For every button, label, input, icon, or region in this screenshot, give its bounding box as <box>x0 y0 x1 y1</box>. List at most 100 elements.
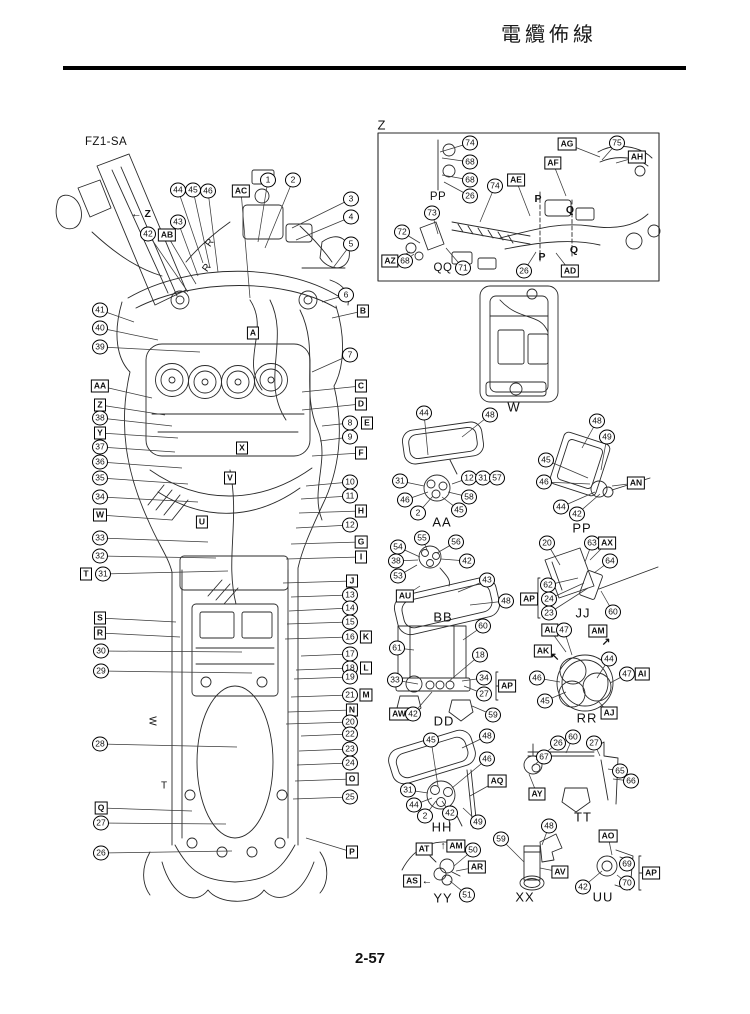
callout-1: 1 <box>260 172 276 188</box>
callout-44: 44 <box>170 182 186 198</box>
callout-25: 25 <box>342 789 358 805</box>
detail-aa-callout-31: 31 <box>392 473 408 489</box>
detail-z-callout-af: AF <box>544 156 562 170</box>
detail-dd-callout-60: 60 <box>475 618 491 634</box>
detail-rr-callout-arrow: ↗ <box>601 636 611 648</box>
detail-z-callout-pp: PP <box>429 191 447 203</box>
detail-aa-callout-2: 2 <box>410 505 426 521</box>
detail-hh-callout-49: 49 <box>470 814 486 830</box>
callout-g: G <box>354 535 368 549</box>
detail-pp-callout-45: 45 <box>538 452 554 468</box>
callout-36: 36 <box>92 454 108 470</box>
detail-jj-callout-24: 24 <box>541 591 557 607</box>
detail-hh-callout-42: 42 <box>442 805 458 821</box>
callout-ac: AC <box>231 184 251 198</box>
detail-aa-callout-45: 45 <box>451 502 467 518</box>
detail-jj-callout-60: 60 <box>605 604 621 620</box>
callout-31: 31 <box>95 566 111 582</box>
detail-hh-callout-48: 48 <box>479 728 495 744</box>
detail-z-callout-75: 75 <box>609 135 625 151</box>
detail-label-w: W <box>507 399 521 415</box>
detail-hh-callout-44: 44 <box>406 797 422 813</box>
detail-label-bb: BB <box>433 609 453 625</box>
detail-dd-callout-34: 34 <box>476 670 492 686</box>
detail-hh-callout-31: 31 <box>400 782 416 798</box>
detail-hh-callout-45: 45 <box>423 732 439 748</box>
detail-dd-callout-33: 33 <box>387 672 403 688</box>
callout-38: 38 <box>92 410 108 426</box>
callout-i: I <box>355 550 367 564</box>
detail-label-z: Z <box>377 117 387 133</box>
detail-label-jj: JJ <box>575 605 591 621</box>
detail-dd-callout-18: 18 <box>472 647 488 663</box>
callout-2: 2 <box>285 172 301 188</box>
callout-q: Q <box>94 801 108 815</box>
detail-uu-callout-69: 69 <box>619 856 635 872</box>
callout-21: 21 <box>342 687 358 703</box>
detail-z-callout-74: 74 <box>487 178 503 194</box>
detail-z-callout-p: P <box>534 193 542 205</box>
callout-29: 29 <box>93 663 109 679</box>
detail-jj-callout-20: 20 <box>539 535 555 551</box>
view-marker-z: ← Z <box>131 208 151 220</box>
callout-4: 4 <box>343 209 359 225</box>
view-marker-u: U <box>195 515 209 529</box>
detail-dd-callout-59: 59 <box>485 707 501 723</box>
detail-jj-callout-ax: AX <box>598 536 616 550</box>
callout-9: 9 <box>342 429 358 445</box>
detail-label-rr: RR <box>576 710 598 726</box>
callout-8: 8 <box>342 415 358 431</box>
callout-28: 28 <box>92 736 108 752</box>
detail-yy-callout-ar: AR <box>467 860 487 874</box>
detail-tt-callout-60: 60 <box>565 729 581 745</box>
detail-rr-callout-47: 47 <box>619 666 635 682</box>
detail-bb-callout-42: 42 <box>459 553 475 569</box>
detail-tt-callout-27: 27 <box>586 735 602 751</box>
detail-bb-callout-48: 48 <box>498 593 514 609</box>
callout-35: 35 <box>92 470 108 486</box>
detail-dd-callout-61: 61 <box>389 640 405 656</box>
callout-d: D <box>354 397 368 411</box>
detail-label-aa: AA <box>432 514 452 530</box>
callout-b: B <box>356 304 370 318</box>
detail-pp-callout-46: 46 <box>536 474 552 490</box>
callout-h: H <box>354 504 368 518</box>
callout-r: R <box>93 626 107 640</box>
callout-p: P <box>346 845 358 859</box>
callout-o: O <box>345 772 359 786</box>
detail-pp-callout-42: 42 <box>569 506 585 522</box>
detail-xx-callout-59: 59 <box>493 831 509 847</box>
callout-27: 27 <box>93 815 109 831</box>
detail-z-callout-ae: AE <box>507 173 525 187</box>
callout-23: 23 <box>342 741 358 757</box>
callout-12: 12 <box>342 517 358 533</box>
detail-tt-callout-26: 26 <box>550 735 566 751</box>
detail-z-callout-68: 68 <box>462 172 478 188</box>
detail-z-callout-26: 26 <box>516 263 532 279</box>
detail-label-xx: XX <box>515 889 535 905</box>
detail-uu-callout-ao: AO <box>598 829 618 843</box>
detail-rr-callout-ai: AI <box>634 667 650 681</box>
detail-yy-callout-arrow: ← <box>421 875 433 887</box>
callout-45: 45 <box>185 182 201 198</box>
detail-rr-callout-47: 47 <box>556 622 572 638</box>
detail-hh-callout-2: 2 <box>417 808 433 824</box>
detail-rr-callout-46: 46 <box>529 670 545 686</box>
detail-uu-callout-70: 70 <box>619 875 635 891</box>
detail-yy-callout-am: AM <box>446 839 466 853</box>
detail-aa-callout-48: 48 <box>482 407 498 423</box>
detail-jj-callout-23: 23 <box>541 605 557 621</box>
detail-tt-callout-ay: AY <box>528 787 546 801</box>
view-marker-v: V <box>224 471 236 485</box>
detail-uu-callout-ap: AP <box>642 866 660 880</box>
callout-22: 22 <box>342 726 358 742</box>
callout-z: Z <box>94 398 106 412</box>
detail-xx-callout-av: AV <box>551 865 569 879</box>
callout-6: 6 <box>338 287 354 303</box>
callout-41: 41 <box>92 302 108 318</box>
callout-10: 10 <box>342 474 358 490</box>
detail-pp-callout-48: 48 <box>589 413 605 429</box>
callout-19: 19 <box>342 669 358 685</box>
view-marker-x: X <box>236 441 248 455</box>
detail-rr-callout-44: 44 <box>601 651 617 667</box>
